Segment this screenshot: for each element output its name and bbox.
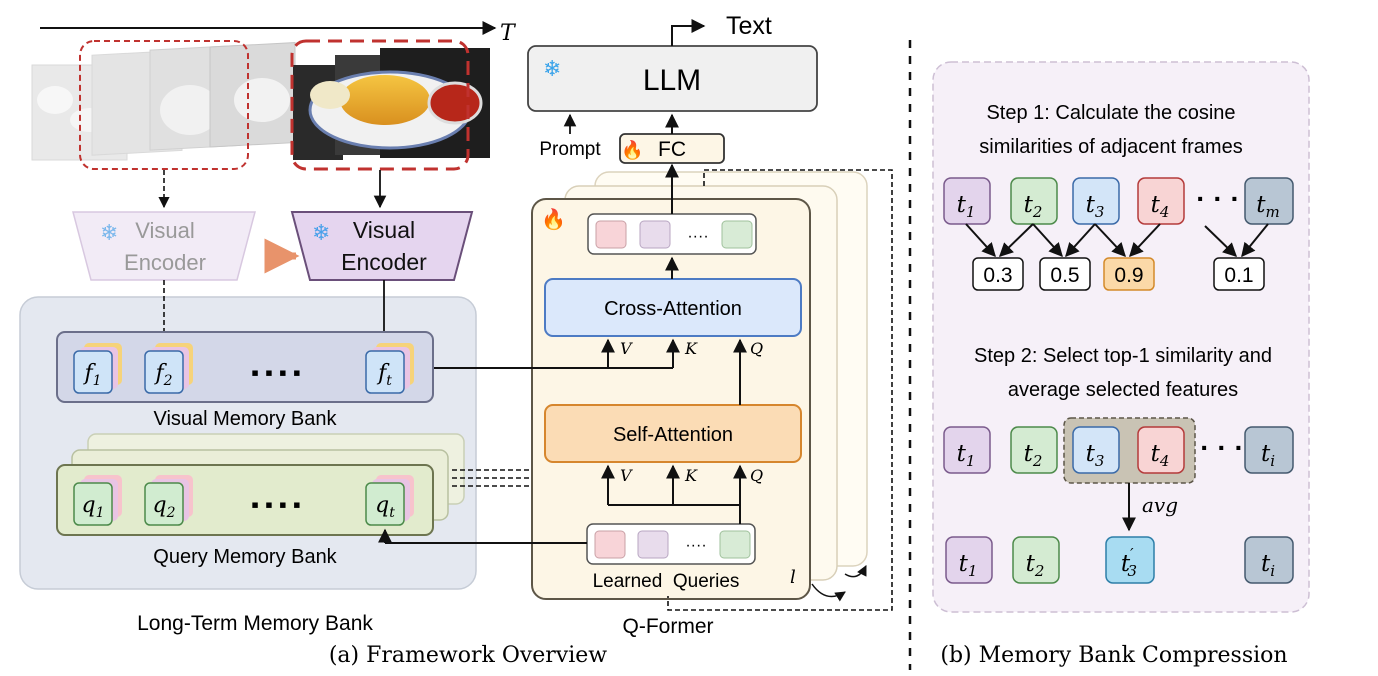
cross-attention-label: Cross-Attention — [604, 298, 742, 320]
query-feature-q2: q2 — [144, 475, 193, 526]
visual-feature-f2: f2 — [144, 343, 193, 394]
fc-label: FC — [658, 138, 686, 161]
qformer: 🔥 ···· Cross-Attention Self-Attention ··… — [531, 171, 868, 600]
llm-output-label: Text — [726, 12, 772, 40]
self-v-label: V — [620, 466, 633, 485]
self-k-label: K — [684, 466, 698, 485]
visual-feature-ft: ft — [365, 343, 414, 394]
qformer-arrows — [378, 163, 747, 544]
svg-text:····: ···· — [685, 537, 706, 554]
caption-b: (b) Memory Bank Compression — [940, 643, 1287, 668]
visual-bank-ellipsis: ▪ ▪ ▪ ▪ — [251, 360, 301, 385]
visual-memory-bank-label: Visual Memory Bank — [153, 408, 337, 430]
step2-line2: average selected features — [1008, 379, 1238, 401]
fc-block: 🔥 FC — [619, 133, 725, 164]
visual-feature-f1: f1 — [73, 343, 122, 394]
fire-icon: 🔥 — [541, 207, 566, 231]
frame-group-current — [290, 39, 470, 171]
step1-line1: Step 1: Calculate the cosine — [986, 102, 1235, 124]
compression-row3: t1 t2 t′3 ti — [945, 536, 1294, 584]
llm-block: ❄ LLM — [527, 45, 818, 112]
llm-label: LLM — [643, 64, 701, 97]
step2-line1: Step 2: Select top-1 similarity and — [974, 345, 1272, 367]
layer-symbol: l — [790, 567, 796, 588]
self-q-label: Q — [750, 466, 763, 485]
prompt-label: Prompt — [539, 139, 601, 160]
visual-encoder-active: ❄ Visual Encoder — [290, 211, 474, 281]
visual-encoder-active-line1: Visual — [353, 217, 415, 243]
visual-encoder-active-line2: Encoder — [341, 249, 427, 275]
query-memory-bank: q1 q2 ▪ ▪ ▪ ▪ qt — [56, 433, 465, 536]
learned-queries-label: Learned Queries — [593, 571, 740, 592]
video-frames — [31, 42, 490, 161]
snowflake-icon: ❄ — [312, 220, 330, 245]
snowflake-icon: ❄ — [100, 220, 118, 245]
visual-encoder-frozen-line1: Visual — [135, 218, 195, 243]
caption-a: (a) Framework Overview — [329, 643, 607, 668]
long-term-memory-bank-label: Long-Term Memory Bank — [137, 612, 373, 635]
frame-group-old — [79, 40, 249, 170]
similarity-3: 0.9 — [1114, 264, 1143, 287]
svg-text:t′3: t′3 — [1121, 545, 1137, 580]
fire-icon: 🔥 — [621, 139, 643, 160]
similarity-scores: 0.3 0.5 0.9 0.1 — [972, 257, 1265, 291]
recurrence-connectors — [452, 169, 893, 611]
visual-encoder-frozen-line2: Encoder — [124, 250, 206, 275]
cross-q-label: Q — [750, 339, 763, 358]
cross-v-label: V — [620, 339, 633, 358]
compression-row2: t1 t2 t3 t4 · · · ti — [943, 426, 1294, 474]
similarity-2: 0.5 — [1050, 264, 1079, 287]
svg-text:····: ···· — [687, 228, 708, 245]
time-axis: T — [40, 21, 517, 46]
visual-encoder-frozen: ❄ Visual Encoder — [72, 211, 256, 281]
query-bank-ellipsis: ▪ ▪ ▪ ▪ — [251, 492, 301, 517]
avg-label: avg — [1142, 493, 1178, 517]
svg-text:· · ·: · · · — [1196, 183, 1240, 214]
step1-line2: similarities of adjacent frames — [979, 136, 1242, 158]
query-feature-qt: qt — [365, 475, 414, 526]
svg-text:· · ·: · · · — [1200, 432, 1244, 463]
query-memory-bank-label: Query Memory Bank — [153, 546, 337, 568]
cross-k-label: K — [684, 339, 698, 358]
self-attention-label: Self-Attention — [613, 424, 733, 446]
similarity-4: 0.1 — [1224, 264, 1253, 287]
time-axis-label: T — [500, 21, 517, 46]
qformer-label: Q-Former — [623, 615, 714, 638]
query-feature-q1: q1 — [73, 475, 122, 526]
similarity-1: 0.3 — [983, 264, 1012, 287]
snowflake-icon: ❄ — [543, 56, 561, 81]
visual-memory-bank: f1 f2 ▪ ▪ ▪ ▪ ft — [56, 331, 434, 403]
compression-row1: t1 t2 t3 t4 · · · tm — [943, 177, 1294, 225]
self-attention-block — [544, 404, 802, 463]
